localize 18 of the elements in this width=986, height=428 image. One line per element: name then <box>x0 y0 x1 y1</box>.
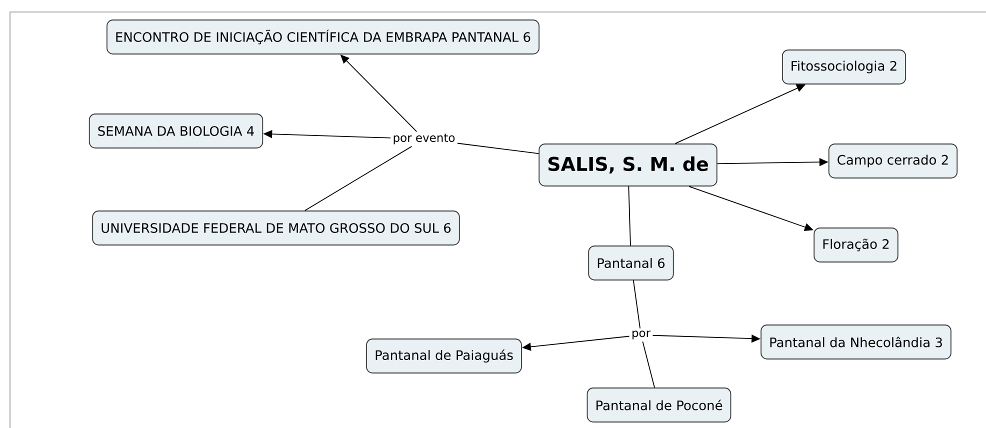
concept-box: UNIVERSIDADE FEDERAL DE MATO GROSSO DO SUL 6 <box>92 210 460 246</box>
linking-phrase: por evento <box>390 132 458 146</box>
connector-line <box>628 186 631 246</box>
connector-line <box>457 142 540 154</box>
concept-box: Pantanal da Nhecolândia 3 <box>760 324 952 360</box>
concept-box: SEMANA DA BIOLOGIA 4 <box>88 114 264 148</box>
connector-line <box>304 146 412 211</box>
concept-box: ENCONTRO DE INICIAÇÃO CIENTÍFICA DA EMBRAPA PANTANAL 6 <box>106 20 540 54</box>
concept-box: Campo cerrado 2 <box>828 144 958 178</box>
concept-box: Fitossociologia 2 <box>782 50 906 84</box>
connector-line <box>642 341 655 388</box>
linking-phrase: por <box>629 328 653 342</box>
connector-line <box>632 280 641 329</box>
concept-box: Pantanal 6 <box>588 246 674 280</box>
concept-box: Pantanal de Poconé <box>586 388 732 422</box>
concept-box: SALIS, S. M. de <box>538 144 718 186</box>
concept-box: Floração 2 <box>814 228 898 262</box>
concept-box: Pantanal de Paiaguás <box>366 338 522 374</box>
